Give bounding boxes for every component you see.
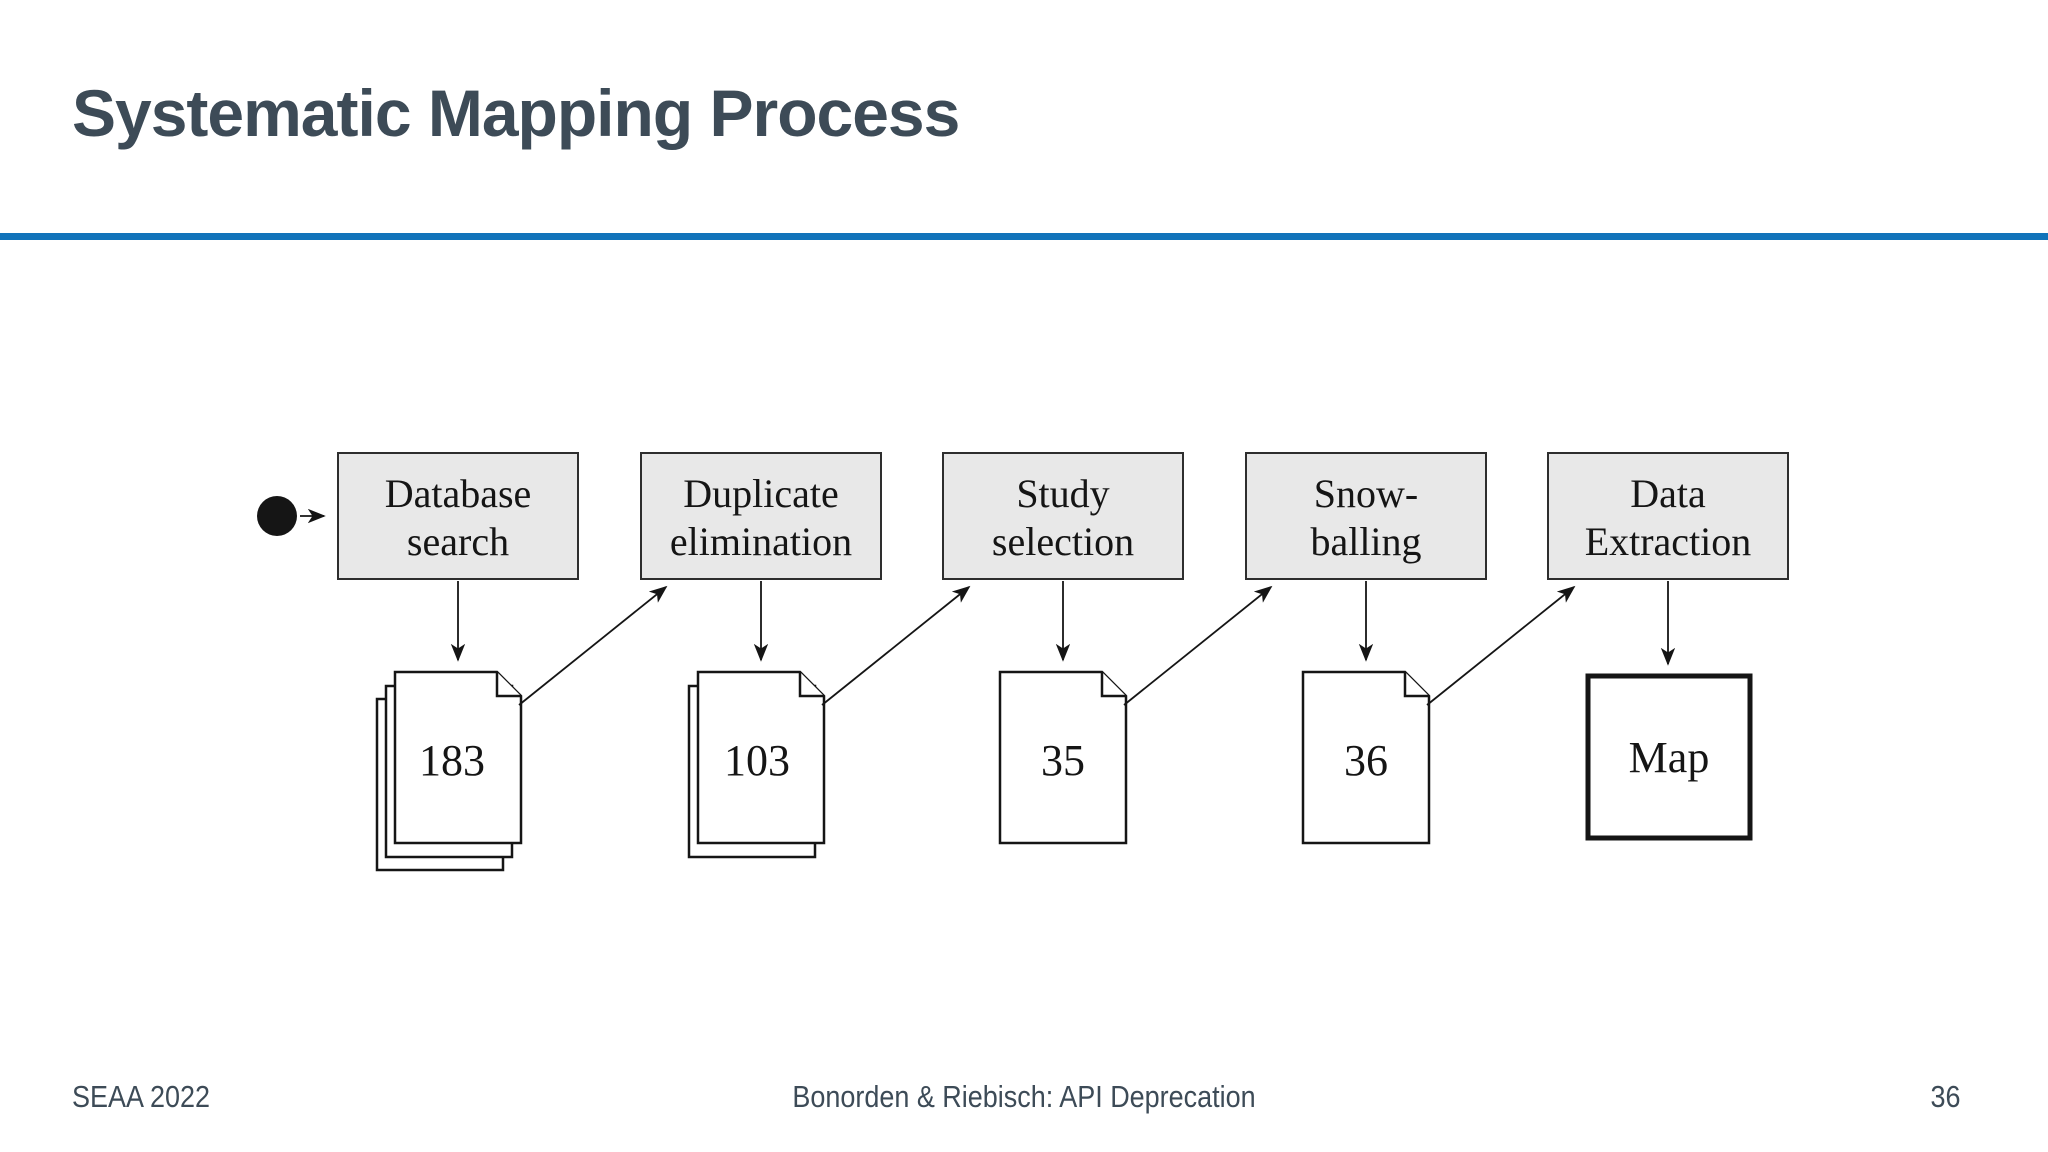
stage-box-rect <box>640 452 882 580</box>
document-fold-corner <box>798 672 824 698</box>
document-fold-corner <box>1100 672 1126 698</box>
map-label: Map <box>1629 733 1710 782</box>
arrow-output-4-to-stage-5 <box>1426 585 1576 706</box>
footer-conference: SEAA 2022 <box>72 1079 210 1114</box>
document-stack-183: 183 <box>375 670 523 872</box>
stage-label-line2: selection <box>992 519 1134 564</box>
document-sheet <box>393 670 523 845</box>
map-rect <box>1585 673 1753 841</box>
stage-label-line1: Duplicate <box>683 471 839 516</box>
arrow-output-2-to-stage-3 <box>821 585 971 706</box>
document-count-label: 183 <box>419 736 485 785</box>
stage-box-rect <box>942 452 1184 580</box>
stage-box-database-search: Database search <box>337 452 579 580</box>
document-sheet <box>1301 670 1431 845</box>
document-fold-corner <box>1403 672 1429 698</box>
stage-label-line1: Study <box>1016 471 1109 516</box>
stage-label-line2: Extraction <box>1585 519 1752 564</box>
document-35: 35 <box>998 670 1128 845</box>
stage-box-study-selection: Study selection <box>942 452 1184 580</box>
title-divider-rule <box>0 233 2048 240</box>
map-output-box: Map <box>1585 673 1753 841</box>
stage-label-line2: balling <box>1310 519 1421 564</box>
stage-label-line1: Data <box>1630 471 1706 516</box>
start-node-dot <box>257 496 297 536</box>
document-fold-corner <box>495 672 521 698</box>
footer-authors: Bonorden & Riebisch: API Deprecation <box>792 1079 1256 1114</box>
document-count-label: 35 <box>1041 736 1085 785</box>
stage-box-rect <box>1245 452 1487 580</box>
stage-box-rect <box>1547 452 1789 580</box>
stage-label-line2: search <box>407 519 509 564</box>
arrow-output-1-to-stage-2 <box>518 585 668 706</box>
stage-label-line1: Snow- <box>1314 471 1418 516</box>
footer-page-number: 36 <box>1929 1079 1960 1114</box>
document-stack-103: 103 <box>687 670 826 859</box>
stage-box-data-extraction: Data Extraction <box>1547 452 1789 580</box>
document-36: 36 <box>1301 670 1431 845</box>
page-title: Systematic Mapping Process <box>72 76 960 150</box>
stage-label-line2: elimination <box>670 519 852 564</box>
stage-box-duplicate-elimination: Duplicate elimination <box>640 452 882 580</box>
document-sheet <box>696 670 826 845</box>
stage-box-rect <box>337 452 579 580</box>
document-sheet <box>998 670 1128 845</box>
document-count-label: 103 <box>724 736 790 785</box>
document-count-label: 36 <box>1344 736 1388 785</box>
arrow-output-3-to-stage-4 <box>1123 585 1273 706</box>
stage-label-line1: Database <box>385 471 532 516</box>
stage-box-snowballing: Snow- balling <box>1245 452 1487 580</box>
